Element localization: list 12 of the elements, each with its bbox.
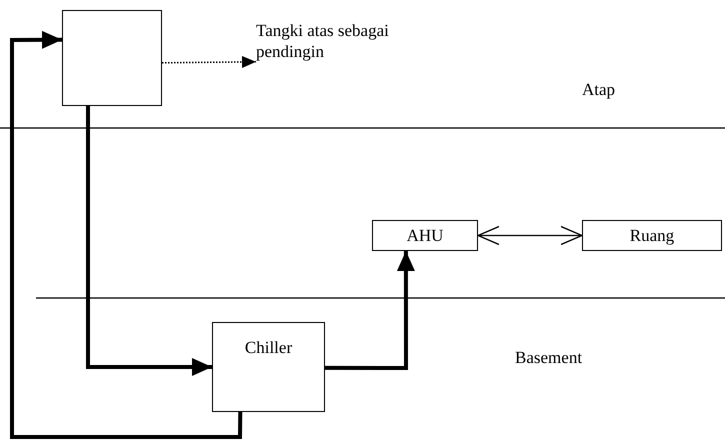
dotted-arrow xyxy=(162,56,256,68)
tank-caption: Tangki atas sebagai pendingin xyxy=(256,20,406,64)
arrow xyxy=(10,30,242,439)
arrow xyxy=(477,226,583,246)
zone-label: Atap xyxy=(582,79,616,101)
process-box: Ruang xyxy=(582,220,722,251)
tank-box xyxy=(62,10,162,106)
process-box: AHU xyxy=(372,220,478,251)
process-box: Chiller xyxy=(212,322,325,412)
arrow xyxy=(325,251,415,370)
zone-label: Basement xyxy=(515,347,582,369)
arrow xyxy=(86,106,212,376)
